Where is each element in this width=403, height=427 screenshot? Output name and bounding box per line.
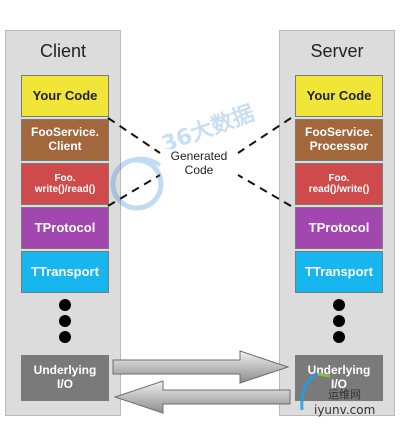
- watermark-corner-url: iyunv.com: [314, 403, 375, 417]
- generated-code-text: Generated Code: [170, 149, 228, 178]
- dashed-line-client-top: [107, 117, 161, 154]
- client-ellipsis-dot-2: [59, 315, 71, 327]
- dashed-line-server-top: [237, 117, 292, 154]
- client-fooservice-client-label: FooService. Client: [30, 125, 100, 153]
- client-underlying-io-layer: Underlying I/O: [21, 355, 109, 401]
- client-tprotocol-layer: TProtocol: [21, 207, 109, 249]
- server-your-code-label: Your Code: [306, 87, 372, 103]
- arrow-server-to-client: [113, 380, 291, 414]
- client-your-code-label: Your Code: [32, 87, 98, 103]
- client-ellipsis-dot-3: [59, 331, 71, 343]
- watermark-36-logo: [110, 156, 164, 211]
- server-ttransport-layer: TTransport: [295, 251, 383, 293]
- server-ellipsis-dot-3: [333, 331, 345, 343]
- client-ttransport-label: TTransport: [31, 263, 99, 279]
- client-foo-write-read-layer: Foo. write()/read(): [21, 163, 109, 205]
- generated-code-label: Generated Code: [163, 149, 235, 178]
- client-fooservice-client-layer: FooService. Client: [21, 119, 109, 161]
- server-ellipsis-dot-1: [333, 299, 345, 311]
- client-foo-write-read-label: Foo. write()/read(): [34, 172, 96, 196]
- watermark-corner-logo: [300, 372, 331, 411]
- server-your-code-layer: Your Code: [295, 75, 383, 117]
- client-underlying-io-label: Underlying I/O: [33, 363, 97, 391]
- watermark-corner-text: 运维网: [328, 388, 361, 401]
- dashed-line-server-bottom: [237, 174, 292, 207]
- server-ellipsis-dot-2: [333, 315, 345, 327]
- server-title: Server: [310, 41, 364, 61]
- client-column: Client Your Code FooService. Client Foo.…: [5, 30, 121, 416]
- client-tprotocol-label: TProtocol: [34, 219, 96, 235]
- server-foo-read-write-layer: Foo. read()/write(): [295, 163, 383, 205]
- client-ellipsis-dot-1: [59, 299, 71, 311]
- server-fooservice-processor-label: FooService. Processor: [304, 125, 374, 153]
- server-fooservice-processor-layer: FooService. Processor: [295, 119, 383, 161]
- client-ttransport-layer: TTransport: [21, 251, 109, 293]
- client-your-code-layer: Your Code: [21, 75, 109, 117]
- arrow-client-to-server: [112, 350, 290, 384]
- server-tprotocol-layer: TProtocol: [295, 207, 383, 249]
- server-ttransport-label: TTransport: [305, 263, 373, 279]
- server-foo-read-write-label: Foo. read()/write(): [308, 172, 370, 196]
- dashed-line-client-bottom: [107, 174, 161, 207]
- server-tprotocol-label: TProtocol: [308, 219, 370, 235]
- client-title: Client: [39, 41, 87, 61]
